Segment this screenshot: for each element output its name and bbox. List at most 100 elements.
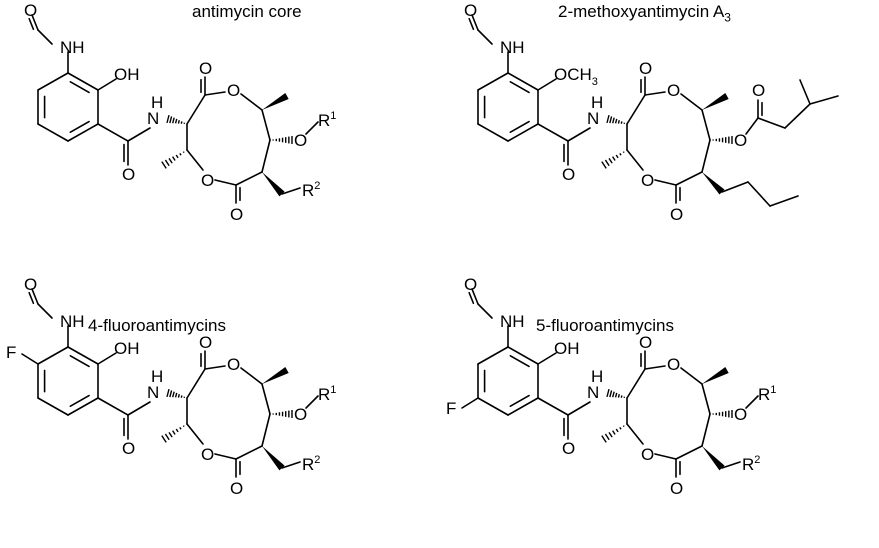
bond-ring-f (21, 353, 39, 365)
aromatic-double-bond (509, 81, 530, 94)
bond-chain (799, 79, 811, 105)
bond-amide-n (567, 127, 591, 142)
ester-o-label: O (294, 131, 307, 150)
aromatic-bond (507, 123, 539, 142)
bond-ester-r (305, 121, 319, 135)
bond-nh-formyl (477, 303, 493, 319)
aromatic-double-bond (509, 355, 530, 368)
r2-label: R2 (742, 454, 760, 474)
formyl-double-bond (28, 17, 35, 31)
panel-title: antimycin core (192, 2, 302, 21)
amide-h-label: H (591, 93, 603, 112)
r2-label: R2 (302, 454, 320, 474)
carbonyl-bottom-label: O (670, 479, 683, 498)
amide-n-label: N (587, 109, 599, 128)
formyl-o-label: O (464, 1, 477, 20)
ring-bond (654, 453, 677, 460)
ring-bond (261, 413, 271, 447)
carbonyl-bottom-label: O (230, 205, 243, 224)
aromatic-bond (67, 72, 99, 91)
bond-side-r (721, 461, 741, 469)
formyl-o-label: O (24, 275, 37, 294)
carbonyl-bottom-label: O (230, 479, 243, 498)
bond-ring-amide (537, 123, 569, 142)
carbonyl-bottom-label: O (670, 205, 683, 224)
bond-nh-formyl (37, 29, 53, 45)
ring-bond (261, 139, 271, 173)
wedge-side (262, 446, 285, 471)
wedge-methyl (702, 92, 729, 110)
oh-label: OH (114, 339, 140, 358)
ring-bond (626, 368, 646, 399)
aromatic-double-bond (509, 394, 530, 407)
nh-label: NH (60, 38, 85, 57)
hashed-ester-o (712, 136, 733, 144)
bond-ester-r (745, 395, 759, 409)
bond-amide-n (567, 401, 591, 416)
hashed-ester-o (712, 410, 733, 418)
formyl-double-bond (28, 291, 35, 305)
wedge-methyl (702, 366, 729, 384)
wedge-side (262, 172, 285, 197)
bond-ring-oh (97, 352, 117, 365)
bond-chain (784, 103, 811, 129)
ring-bond (701, 413, 711, 447)
ring-bond (186, 94, 206, 125)
hashed-bond-n (166, 388, 186, 399)
aromatic-double-bond (69, 355, 90, 368)
aromatic-double-bond (509, 120, 530, 133)
carbonyl-top-label: O (639, 59, 652, 78)
oh-label: OH (114, 65, 140, 84)
ring-bond (240, 367, 263, 385)
amide-o-label: O (562, 439, 575, 458)
bond-chain (757, 117, 786, 129)
ring-bond (186, 423, 204, 445)
nh-label: NH (500, 312, 525, 331)
wedge-methyl (262, 92, 289, 110)
ring-bond (701, 109, 711, 141)
ring-bond (644, 91, 666, 96)
ring-bond (675, 171, 703, 186)
aromatic-bond (37, 72, 69, 91)
bond-ring-amide (537, 397, 569, 416)
bond-formyl-co (471, 288, 479, 305)
bond-chain (809, 95, 839, 105)
title-main: 2-methoxyantimycin A (558, 2, 725, 21)
bond-side-r (281, 461, 301, 469)
hashed-bond-n (606, 114, 626, 125)
ring-bond (261, 383, 271, 415)
formyl-double-bond (468, 17, 475, 31)
ester-o-label: O (294, 405, 307, 424)
carbonyl-top-label: O (639, 333, 652, 352)
amide-h-label: H (151, 367, 163, 386)
aromatic-bond (67, 123, 99, 142)
aromatic-bond (67, 346, 99, 365)
bond-formyl-co (31, 14, 39, 31)
formyl-o-label: O (464, 275, 477, 294)
hashed-ester-o (272, 136, 293, 144)
amide-o-label: O (562, 165, 575, 184)
ring-o-top-label: O (227, 81, 240, 100)
ring-bond (654, 179, 677, 186)
carbonyl-top-label: O (199, 333, 212, 352)
hashed-methyl (601, 425, 625, 443)
fluoro-label: F (446, 399, 456, 418)
nh-label: NH (60, 312, 85, 331)
ring-bond (701, 383, 711, 415)
bond-formyl-co (31, 288, 39, 305)
ring-bond (214, 179, 237, 186)
ring-o-top-label: O (667, 355, 680, 374)
ring-o-left-label: O (641, 171, 654, 190)
amide-n-label: N (147, 383, 159, 402)
wedge-methyl (262, 366, 289, 384)
bond-amide-n (127, 127, 151, 142)
ring-o-left-label: O (201, 445, 214, 464)
formyl-o-label: O (24, 1, 37, 20)
